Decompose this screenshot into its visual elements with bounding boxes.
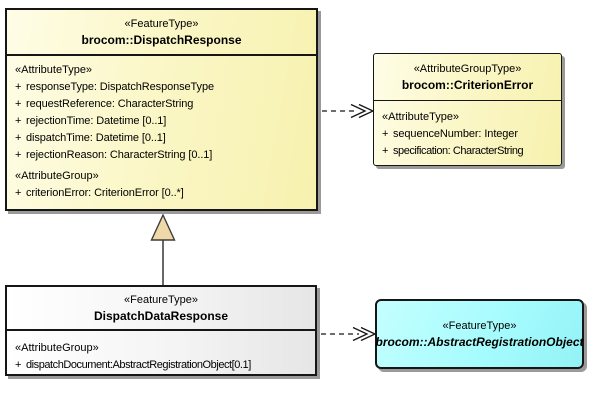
visibility-plus: + (15, 81, 22, 93)
class-name-label: brocom::CriterionError (401, 77, 534, 92)
attribute-text: specification: CharacterString (393, 145, 524, 157)
visibility-plus: + (15, 132, 22, 144)
attribute-row[interactable]: + sequenceNumber: Integer (374, 126, 561, 143)
attribute-text: responseType: DispatchResponseType (26, 81, 214, 93)
attribute-text: sequenceNumber: Integer (393, 128, 518, 140)
visibility-plus: + (15, 359, 22, 371)
visibility-plus: + (382, 145, 389, 157)
hollow-triangle-arrowhead (150, 213, 176, 241)
visibility-plus: + (382, 128, 389, 140)
stereotype-label: «FeatureType» (124, 293, 198, 306)
dependency-connector-criterion-error[interactable] (322, 103, 375, 119)
attribute-group-header: «AttributeGroup» (15, 170, 99, 182)
attribute-row[interactable]: + rejectionReason: CharacterString [0..1… (7, 147, 316, 164)
attribute-type-header: «AttributeType» (382, 111, 460, 123)
attribute-text: requestReference: CharacterString (26, 98, 194, 110)
visibility-plus: + (15, 187, 22, 199)
class-name-label: DispatchDataResponse (93, 308, 229, 323)
visibility-plus: + (15, 149, 22, 161)
attribute-row[interactable]: + requestReference: CharacterString (7, 96, 316, 113)
stereotype-label: «AttributeGroupType» (413, 62, 522, 75)
stereotype-label: «FeatureType» (442, 319, 517, 332)
class-name-label: brocom::AbstractRegistrationObject (375, 334, 584, 349)
attribute-row[interactable]: + criterionError: CriterionError [0..*] (7, 185, 316, 202)
attribute-group-header: «AttributeGroup» (15, 342, 99, 354)
open-arrowhead (350, 103, 367, 119)
class-box-abstract-registration-object[interactable]: «FeatureType» brocom::AbstractRegistrati… (375, 299, 584, 369)
attribute-row[interactable]: + dispatchTime: Datetime [0..1] (7, 130, 316, 147)
attribute-text: criterionError: CriterionError [0..*] (26, 187, 184, 199)
stereotype-label: «FeatureType» (124, 17, 199, 30)
class-name-label: brocom::DispatchResponse (81, 32, 242, 47)
class-box-criterion-error[interactable]: «AttributeGroupType» brocom::CriterionEr… (373, 53, 562, 166)
visibility-plus: + (15, 115, 22, 127)
dependency-connector-abstract-registration-object[interactable] (321, 326, 377, 342)
attribute-row[interactable]: + dispatchDocument:AbstractRegistrationO… (7, 357, 315, 374)
open-arrowhead (352, 326, 369, 342)
generalization-connector[interactable] (150, 213, 176, 285)
attribute-row[interactable]: + responseType: DispatchResponseType (7, 79, 316, 96)
attribute-row[interactable]: + rejectionTime: Datetime [0..1] (7, 113, 316, 130)
class-box-dispatch-data-response[interactable]: «FeatureType» DispatchDataResponse «Attr… (5, 285, 317, 376)
attribute-type-header: «AttributeType» (15, 64, 93, 76)
attribute-row[interactable]: + specification: CharacterString (374, 143, 561, 160)
visibility-plus: + (15, 98, 22, 110)
attribute-text: dispatchDocument:AbstractRegistrationObj… (26, 359, 251, 371)
attribute-text: rejectionTime: Datetime [0..1] (26, 115, 167, 127)
attribute-text: rejectionReason: CharacterString [0..1] (26, 149, 213, 161)
attribute-text: dispatchTime: Datetime [0..1] (26, 132, 166, 144)
class-box-dispatch-response[interactable]: «FeatureType» brocom::DispatchResponse «… (5, 8, 318, 211)
